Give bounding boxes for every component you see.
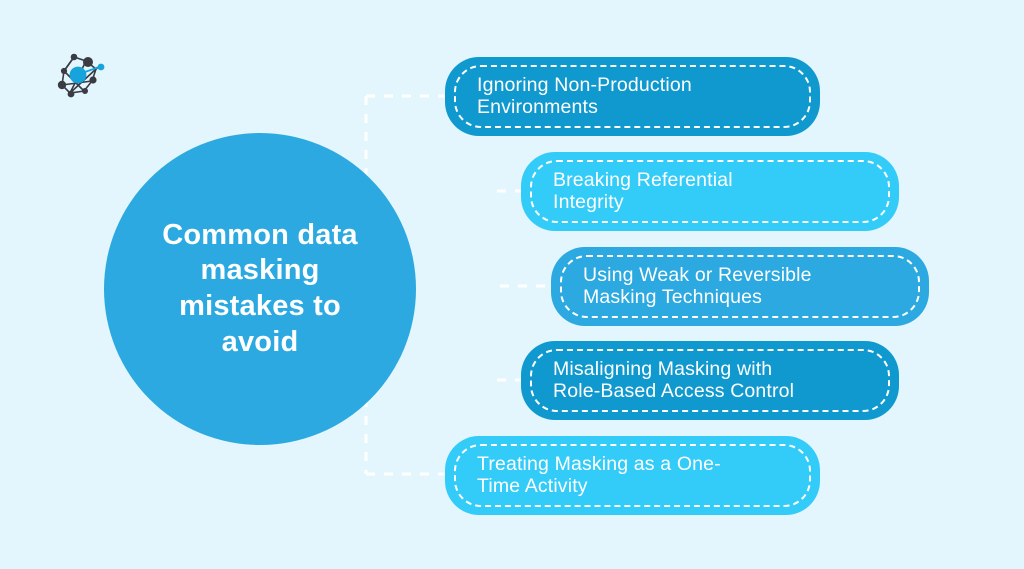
list-item-label: Breaking Referential Integrity <box>553 168 733 213</box>
list-item-label: Treating Masking as a One- Time Activity <box>477 452 721 497</box>
center-topic-circle: Common data masking mistakes to avoid <box>104 133 416 445</box>
list-item-label: Using Weak or Reversible Masking Techniq… <box>583 263 812 308</box>
list-item[interactable]: Misaligning Masking with Role-Based Acce… <box>521 341 899 420</box>
list-item[interactable]: Treating Masking as a One- Time Activity <box>445 436 820 515</box>
page-title: Common data masking mistakes to avoid <box>162 218 358 358</box>
list-item-label: Misaligning Masking with Role-Based Acce… <box>553 357 795 402</box>
list-item[interactable]: Ignoring Non-Production Environments <box>445 57 820 136</box>
network-nodes-logo <box>52 47 110 105</box>
list-item[interactable]: Using Weak or Reversible Masking Techniq… <box>551 247 929 326</box>
list-item-label: Ignoring Non-Production Environments <box>477 73 692 118</box>
list-item[interactable]: Breaking Referential Integrity <box>521 152 899 231</box>
